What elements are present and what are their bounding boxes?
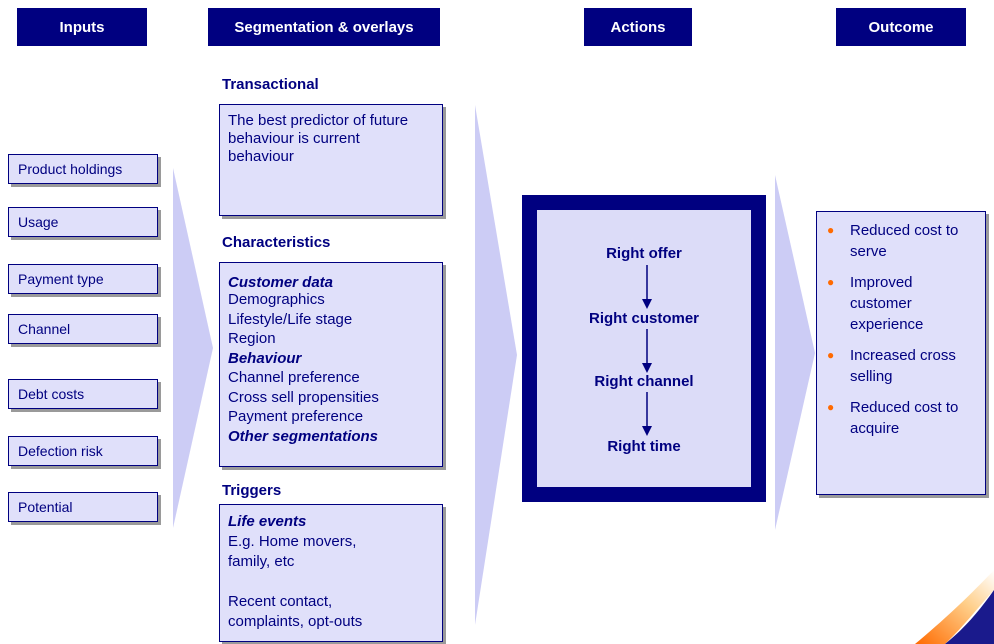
header-outcome: Outcome bbox=[836, 8, 966, 46]
bullet-icon: ● bbox=[827, 275, 835, 289]
outcome-line: Improved bbox=[850, 274, 913, 291]
outcome-box: ● Reduced cost to serve ● Improved custo… bbox=[816, 211, 986, 495]
input-debt-costs: Debt costs bbox=[8, 379, 158, 409]
input-product-holdings: Product holdings bbox=[8, 154, 158, 184]
characteristics-line: Channel preference bbox=[228, 369, 360, 386]
action-right-customer: Right customer bbox=[588, 310, 699, 327]
outcome-line: selling bbox=[850, 368, 893, 385]
triggers-title: Triggers bbox=[222, 482, 282, 499]
triggers-box: Life events E.g. Home movers, family, et… bbox=[219, 504, 443, 642]
chevron-arrow-2-icon bbox=[475, 105, 517, 625]
outcome-line: Reduced cost to bbox=[850, 399, 959, 416]
transactional-box: The best predictor of future behaviour i… bbox=[219, 104, 443, 216]
transactional-line: behaviour is current bbox=[228, 130, 360, 147]
outcome-line: experience bbox=[850, 316, 924, 333]
input-potential: Potential bbox=[8, 492, 158, 522]
behaviour-heading: Behaviour bbox=[228, 349, 302, 367]
corner-swoosh-icon bbox=[915, 570, 994, 644]
outcome-item: ● Increased cross selling bbox=[827, 345, 977, 387]
bullet-icon: ● bbox=[827, 400, 835, 414]
input-channel: Channel bbox=[8, 314, 158, 344]
bullet-icon: ● bbox=[827, 348, 835, 362]
triggers-line: family, etc bbox=[228, 553, 295, 570]
other-segmentations-heading: Other segmentations bbox=[228, 427, 379, 445]
action-right-time: Right time bbox=[607, 438, 681, 455]
customer-data-heading: Customer data bbox=[228, 274, 334, 291]
input-defection-risk: Defection risk bbox=[8, 436, 158, 466]
characteristics-line: Region bbox=[228, 330, 276, 347]
characteristics-line: Demographics bbox=[228, 291, 325, 308]
triggers-line: complaints, opt-outs bbox=[228, 613, 363, 630]
header-segmentation: Segmentation & overlays bbox=[208, 8, 440, 46]
outcome-line: customer bbox=[850, 295, 912, 312]
outcome-line: serve bbox=[850, 243, 887, 260]
chevron-arrow-3-icon bbox=[775, 175, 815, 530]
action-right-channel: Right channel bbox=[594, 373, 694, 390]
transactional-line: The best predictor of future bbox=[228, 112, 409, 129]
action-right-offer: Right offer bbox=[606, 245, 682, 262]
transactional-line: behaviour bbox=[228, 148, 294, 165]
bullet-icon: ● bbox=[827, 223, 835, 237]
characteristics-line: Cross sell propensities bbox=[228, 388, 379, 406]
triggers-line bbox=[228, 572, 434, 592]
life-events-heading: Life events bbox=[228, 513, 307, 530]
header-actions: Actions bbox=[584, 8, 692, 46]
outcome-item: ● Reduced cost to acquire bbox=[827, 397, 977, 439]
down-arrow-icon bbox=[642, 329, 652, 373]
outcome-line: Reduced cost to bbox=[850, 222, 959, 239]
outcome-item: ● Reduced cost to serve bbox=[827, 220, 977, 262]
outcome-item: ● Improved customer experience bbox=[827, 272, 977, 335]
actions-panel bbox=[537, 210, 751, 487]
chevron-arrow-1-icon bbox=[173, 168, 213, 528]
input-payment-type: Payment type bbox=[8, 264, 158, 294]
outcome-line: Increased cross bbox=[850, 347, 956, 364]
input-usage: Usage bbox=[8, 207, 158, 237]
outcome-line: acquire bbox=[850, 420, 900, 437]
triggers-line: Recent contact, bbox=[228, 593, 333, 610]
transactional-title: Transactional bbox=[222, 76, 319, 93]
characteristics-title: Characteristics bbox=[222, 234, 331, 251]
triggers-line: E.g. Home movers, bbox=[228, 533, 357, 550]
down-arrow-icon bbox=[642, 392, 652, 436]
down-arrow-icon bbox=[642, 265, 652, 309]
characteristics-line: Lifestyle/Life stage bbox=[228, 310, 353, 328]
characteristics-box: Customer data Demographics Lifestyle/Lif… bbox=[219, 262, 443, 467]
header-inputs: Inputs bbox=[17, 8, 147, 46]
characteristics-line: Payment preference bbox=[228, 408, 364, 425]
